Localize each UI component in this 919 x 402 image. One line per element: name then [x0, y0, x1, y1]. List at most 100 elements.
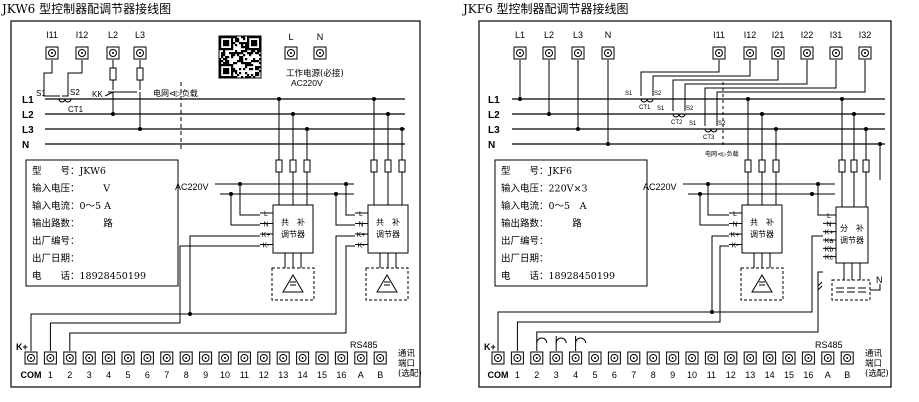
left-bottom-terminal-label: B: [377, 370, 383, 380]
qr-module: [223, 68, 226, 71]
qr-module: [241, 60, 244, 63]
terminal-screw: [532, 354, 541, 362]
left-reg2-delta-capacitor-icon: [376, 274, 398, 293]
left-reg2-fuse: [398, 159, 406, 173]
right-wire-crossover: [575, 337, 587, 344]
right-bottom-terminal-label: 12: [726, 370, 736, 380]
right-bottom-terminal-label: 3: [554, 370, 559, 380]
qr-module: [233, 68, 236, 71]
terminal-screw: [591, 354, 599, 362]
left-regulator-1-pin-n: N: [263, 222, 268, 229]
terminal-screw: [316, 49, 324, 57]
terminal-screw: [726, 354, 735, 362]
left-reg1-fuse: [275, 159, 283, 173]
left-reg2-fuse: [384, 159, 392, 173]
qr-module: [231, 38, 234, 41]
right-diagram-title: JKF6 型控制器配调节器接线图: [463, 2, 629, 16]
right-ka-wire: [536, 271, 823, 336]
qr-module: [243, 46, 246, 49]
qr-module: [223, 72, 226, 75]
qr-module: [219, 58, 222, 61]
junction-dot: [852, 112, 856, 116]
terminal-screw: [649, 354, 658, 362]
left-bottom-terminal-label: 13: [278, 370, 288, 380]
qr-module: [239, 72, 242, 75]
qr-module: [229, 64, 232, 67]
junction-dot: [810, 192, 814, 196]
terminal-screw: [629, 354, 638, 362]
qr-module: [225, 56, 228, 59]
qr-module: [259, 44, 262, 47]
right-bus-label-n: N: [488, 140, 495, 151]
qr-module: [219, 62, 222, 65]
qr-module: [233, 42, 236, 45]
qr-module: [249, 36, 252, 39]
terminal-screw: [27, 354, 35, 362]
qr-module: [259, 54, 262, 57]
right-bottom-terminal-label: 2: [534, 370, 539, 380]
left-reg2-capacitor-bank-box: [365, 267, 409, 301]
qr-module: [227, 56, 230, 59]
qr-module: [243, 38, 246, 41]
terminal-screw-center: [146, 357, 149, 359]
right-regulator-2-box: [835, 206, 869, 264]
left-regulator-2-title: 共 补: [376, 217, 400, 227]
terminal-screw-center: [835, 52, 837, 54]
right-regulator-1-pin-kminus: K-: [732, 243, 740, 250]
terminal-screw: [707, 354, 716, 362]
qr-module: [225, 58, 228, 61]
right-bottom-terminal-label: 13: [745, 370, 755, 380]
qr-module: [245, 42, 248, 45]
qr-module: [231, 46, 234, 49]
left-kplus-label: K+: [16, 342, 28, 352]
qr-module: [219, 38, 222, 41]
qr-module: [225, 70, 228, 73]
qr-module: [255, 48, 258, 51]
qr-module: [227, 44, 230, 47]
right-break-mark: [817, 285, 823, 291]
qr-module: [257, 60, 260, 63]
right-reg1-n-wire: [699, 194, 729, 226]
junction-dot: [188, 312, 192, 316]
qr-module: [235, 76, 238, 79]
left-bottom-terminal-label: 5: [125, 370, 130, 380]
right-ct2-s2-lead: [684, 60, 808, 111]
qr-module: [223, 52, 226, 55]
right-nameplate-row: 电 话：18928450199: [501, 270, 615, 282]
right-ct3-s1-lead: [704, 60, 837, 126]
qr-module: [255, 68, 258, 71]
qr-module: [221, 36, 224, 39]
qr-module: [227, 60, 230, 63]
qr-module: [245, 46, 248, 49]
right-ct-s2-label: S2: [654, 91, 662, 97]
left-bottom-terminal-label: 12: [259, 370, 269, 380]
qr-module: [225, 72, 228, 75]
qr-module: [249, 52, 252, 55]
qr-module: [219, 42, 222, 45]
left-regulator-2-pin-n: N: [358, 222, 363, 229]
left-ac220v-label: AC220V: [175, 182, 209, 192]
qr-module: [259, 38, 262, 41]
terminal-screw-center: [290, 52, 292, 54]
qr-module: [259, 48, 262, 51]
qr-module: [241, 76, 244, 79]
left-nameplate-row: 输入电流：0～5 A: [32, 200, 111, 212]
left-power-terminal-label: L: [288, 32, 293, 42]
qr-module: [223, 42, 226, 45]
qr-module: [231, 42, 234, 45]
junction-dot: [277, 97, 281, 101]
qr-module: [255, 60, 258, 63]
qr-module: [227, 36, 230, 39]
right-regulator-2-pin-n: N: [826, 221, 831, 228]
right-regulator-2-pin-kb: Kb: [825, 246, 834, 253]
qr-module: [219, 66, 222, 69]
left-reg1-delta-capacitor-icon: [282, 274, 304, 293]
terminal-screw: [279, 354, 288, 362]
qr-module: [259, 36, 262, 39]
qr-module: [251, 60, 254, 63]
right-top-terminal-label: I21: [772, 30, 785, 40]
terminal-screw: [668, 354, 677, 362]
terminal-screw-center: [30, 357, 32, 359]
qr-module: [251, 68, 254, 71]
qr-module: [223, 48, 226, 51]
